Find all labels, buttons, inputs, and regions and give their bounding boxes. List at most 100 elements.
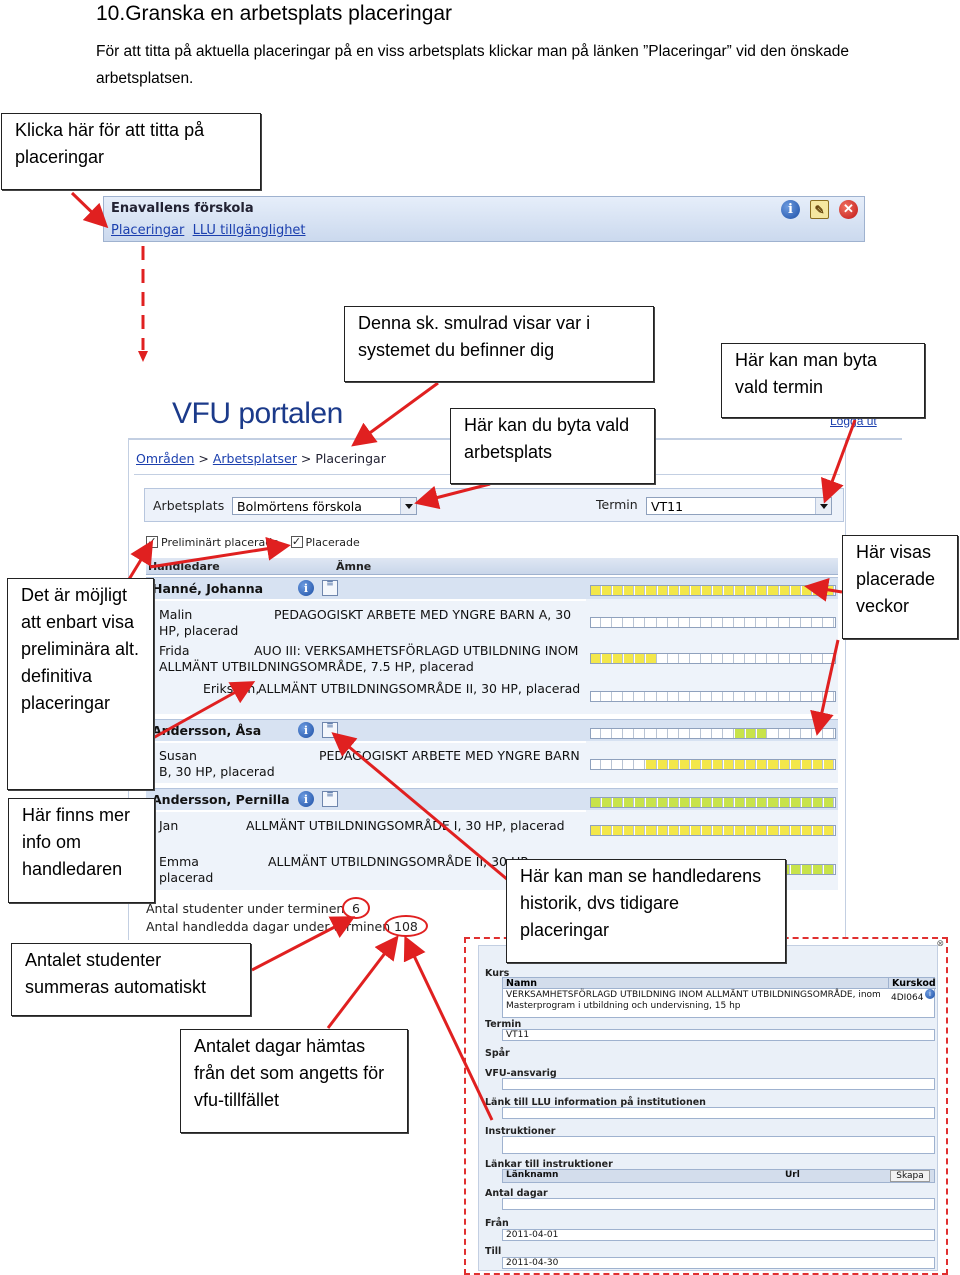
- llu-link-field[interactable]: [502, 1107, 935, 1119]
- supervisor-info-icon[interactable]: i: [298, 580, 314, 596]
- workplace-title: Enavallens förskola: [111, 201, 254, 216]
- week-cell: [801, 729, 812, 738]
- week-cell: [646, 798, 657, 807]
- close-icon[interactable]: ✕: [839, 200, 858, 219]
- week-cell: [713, 798, 724, 807]
- week-cell: [790, 865, 801, 874]
- week-cell: [602, 826, 613, 835]
- chevron-down-icon[interactable]: [815, 498, 831, 514]
- week-cell: [679, 692, 690, 701]
- fran-field[interactable]: 2011-04-01: [502, 1229, 935, 1241]
- week-cell: [613, 826, 624, 835]
- week-cell: [713, 826, 724, 835]
- history-popup: ⊗ Kurs Namn Kurskod VERKSAMHETSFÖRLAGD U…: [464, 937, 948, 1275]
- week-cell: [613, 760, 624, 769]
- week-cell: [657, 798, 668, 807]
- week-cell: [701, 798, 712, 807]
- week-cell: [801, 826, 812, 835]
- week-cell: [668, 654, 679, 663]
- week-cell: [757, 654, 768, 663]
- info-icon[interactable]: i: [925, 989, 935, 999]
- breadcrumb-omraden[interactable]: Områden: [136, 451, 195, 466]
- student-course-cont: ALLMÄNT UTBILDNINGSOMRÅDE, 7.5 HP, place…: [159, 659, 474, 674]
- week-cell: [646, 654, 657, 663]
- week-cell: [591, 826, 602, 835]
- history-icon[interactable]: ≡: [322, 722, 338, 738]
- placeringar-link[interactable]: Placeringar: [111, 223, 185, 238]
- week-bar: [590, 617, 836, 628]
- week-cell: [713, 618, 724, 627]
- termin-field[interactable]: VT11: [502, 1029, 935, 1041]
- breadcrumb-arbetsplatser[interactable]: Arbetsplatser: [212, 451, 297, 466]
- week-cell: [735, 798, 746, 807]
- antal-dagar-field[interactable]: [502, 1198, 935, 1210]
- week-cell: [646, 729, 657, 738]
- week-cell: [779, 618, 790, 627]
- page-heading: 10.Granska en arbetsplats placeringar: [96, 2, 452, 26]
- instruktioner-field[interactable]: [502, 1136, 935, 1154]
- termin-value: VT11: [651, 499, 684, 514]
- week-bar: [590, 728, 836, 739]
- placed-checkbox[interactable]: ✓Placerade: [290, 535, 360, 549]
- supervisor-info-icon[interactable]: i: [298, 722, 314, 738]
- breadcrumb-separator: >: [198, 451, 209, 466]
- week-cell: [757, 798, 768, 807]
- week-cell: [757, 826, 768, 835]
- filter-checkboxes: ✓Preliminärt placerade ✓Placerade: [146, 535, 838, 553]
- till-field[interactable]: 2011-04-30: [502, 1257, 935, 1269]
- week-cell: [690, 586, 701, 595]
- lankar-label: Länkar till instruktioner: [485, 1159, 613, 1170]
- week-cell: [713, 760, 724, 769]
- week-cell: [602, 729, 613, 738]
- week-cell: [657, 618, 668, 627]
- history-icon[interactable]: ≡: [322, 791, 338, 807]
- week-cell: [801, 692, 812, 701]
- week-cell: [624, 692, 635, 701]
- week-cell: [624, 729, 635, 738]
- skapa-button[interactable]: Skapa: [890, 1170, 930, 1182]
- supervisor-info-icon[interactable]: i: [298, 791, 314, 807]
- breadcrumb-current: Placeringar: [315, 451, 386, 466]
- week-cell: [624, 618, 635, 627]
- week-cell: [635, 798, 646, 807]
- checkbox-checked-icon[interactable]: ✓: [146, 535, 158, 548]
- termin-select[interactable]: VT11: [646, 497, 832, 515]
- checkbox-checked-icon[interactable]: ✓: [290, 535, 303, 548]
- week-cell: [735, 586, 746, 595]
- week-cell: [713, 692, 724, 701]
- week-cell: [746, 586, 757, 595]
- week-cell: [624, 654, 635, 663]
- popup-close-icon[interactable]: ⊗: [936, 939, 944, 949]
- edit-icon[interactable]: ✎: [810, 200, 829, 219]
- col-lanknamn: Länknamn: [506, 1170, 559, 1180]
- week-cell: [591, 654, 602, 663]
- selection-bar: Arbetsplats Bolmörtens förskola Termin V…: [144, 488, 844, 522]
- chevron-down-icon[interactable]: [400, 498, 416, 514]
- till-label: Till: [485, 1246, 502, 1257]
- week-cell: [602, 618, 613, 627]
- callout-preliminary: Det är möjligt att enbart visa preliminä…: [7, 578, 154, 790]
- student-name: Susan: [159, 748, 197, 763]
- kurskod-value: 4DI064: [891, 993, 924, 1003]
- llu-tillganglighet-link[interactable]: LLU tillgänglighet: [192, 223, 306, 238]
- week-cell: [735, 618, 746, 627]
- week-cell: [812, 618, 823, 627]
- vfu-ansvarig-field[interactable]: [502, 1078, 935, 1090]
- week-cell: [679, 798, 690, 807]
- week-cell: [646, 826, 657, 835]
- table-header: Handledare Ämne: [146, 558, 838, 575]
- week-cell: [790, 692, 801, 701]
- week-cell: [635, 729, 646, 738]
- week-cell: [724, 692, 735, 701]
- history-icon[interactable]: ≡: [322, 580, 338, 596]
- week-cell: [635, 654, 646, 663]
- week-cell: [812, 760, 823, 769]
- fran-label: Från: [485, 1218, 509, 1229]
- arbetsplats-select[interactable]: Bolmörtens förskola: [232, 497, 417, 515]
- preliminary-checkbox[interactable]: ✓Preliminärt placerade: [146, 536, 279, 549]
- student-row: Jan ALLMÄNT UTBILDNINGSOMRÅDE I, 30 HP, …: [146, 812, 586, 848]
- week-cell: [690, 692, 701, 701]
- info-icon[interactable]: i: [781, 200, 800, 219]
- week-cell: [823, 586, 834, 595]
- week-cell: [735, 760, 746, 769]
